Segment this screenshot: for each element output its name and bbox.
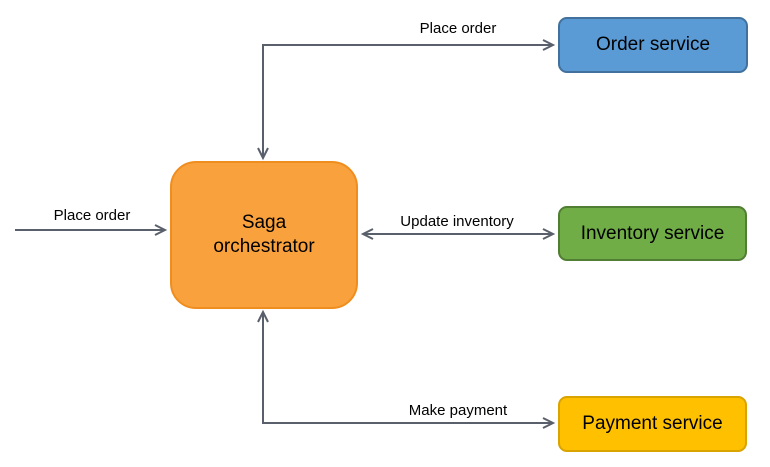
node-order-service: Order service bbox=[558, 17, 748, 73]
node-label-saga-orchestrator: Saga orchestrator bbox=[213, 212, 315, 257]
node-saga-orchestrator: Saga orchestrator bbox=[170, 161, 358, 309]
edge-saga-order-line bbox=[257, 39, 556, 161]
edge-label-make-payment: Make payment bbox=[408, 402, 508, 419]
node-label-inventory-service: Inventory service bbox=[580, 222, 725, 244]
edge-label-place-order: Place order bbox=[419, 20, 497, 37]
node-inventory-service: Inventory service bbox=[558, 206, 747, 261]
node-payment-service: Payment service bbox=[558, 396, 747, 452]
node-label-payment-service: Payment service bbox=[582, 413, 723, 434]
edge-label-update-inventory: Update inventory bbox=[400, 213, 514, 230]
node-label-order-service: Order service bbox=[595, 34, 711, 55]
edge-saga-payment-line bbox=[257, 309, 556, 429]
edge-label-place-order-external: Place order bbox=[53, 207, 131, 224]
